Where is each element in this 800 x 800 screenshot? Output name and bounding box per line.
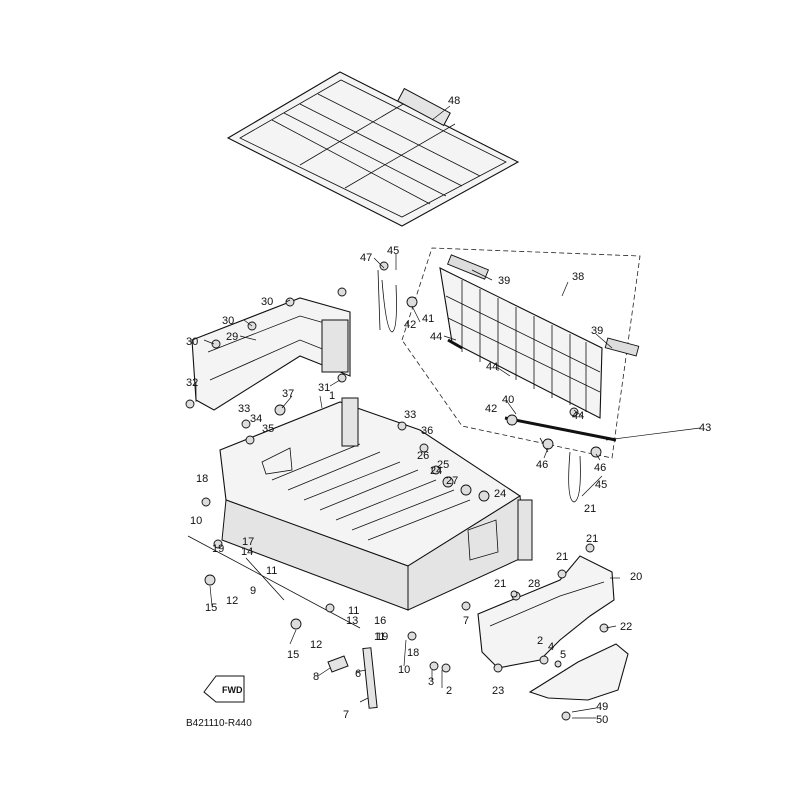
part-callout-46: 46 xyxy=(594,462,606,474)
part-callout-35: 35 xyxy=(262,423,274,435)
part-callout-18: 18 xyxy=(407,647,419,659)
part-callout-23: 23 xyxy=(492,685,504,697)
part-callout-19: 19 xyxy=(376,631,388,643)
part-callout-12: 12 xyxy=(310,639,322,651)
part-callout-41: 41 xyxy=(422,313,434,325)
fwd-arrow-icon: FWD xyxy=(203,675,245,703)
part-callout-2: 2 xyxy=(537,635,543,647)
part-callout-44: 44 xyxy=(486,361,498,373)
part-callout-21: 21 xyxy=(586,533,598,545)
diagram-code: B421110-R440 xyxy=(186,718,252,729)
part-callout-24: 24 xyxy=(494,488,506,500)
part-callout-48: 48 xyxy=(448,95,460,107)
tailgate-cable-left xyxy=(381,279,397,333)
part-callout-39: 39 xyxy=(591,325,603,337)
part-callout-36: 36 xyxy=(421,425,433,437)
part-callout-7: 7 xyxy=(463,615,469,627)
callout-labels: 1 2 2 3 4 5 6 7 7 8 9 10 10 11 11 11 12 … xyxy=(186,95,711,726)
side-rail-right xyxy=(477,543,615,669)
part-callout-30: 30 xyxy=(222,315,234,327)
part-callout-33: 33 xyxy=(404,409,416,421)
part-callout-40: 40 xyxy=(502,394,514,406)
part-callout-21: 21 xyxy=(584,503,596,515)
part-callout-2: 2 xyxy=(446,685,452,697)
part-callout-33: 33 xyxy=(238,403,250,415)
hinge-rods xyxy=(187,404,562,709)
part-callout-11: 11 xyxy=(266,565,277,577)
bed-mat xyxy=(226,71,520,227)
part-callout-9: 9 xyxy=(250,585,256,597)
leader-lines xyxy=(195,105,701,719)
part-callout-38: 38 xyxy=(572,271,584,283)
part-callout-45: 45 xyxy=(387,245,399,257)
part-callout-39: 39 xyxy=(498,275,510,287)
part-callout-34: 34 xyxy=(250,413,262,425)
pad xyxy=(327,655,349,673)
part-callout-6: 6 xyxy=(355,668,361,680)
part-callout-31: 31 xyxy=(318,382,330,394)
part-callout-14: 14 xyxy=(241,546,253,558)
part-callout-45: 45 xyxy=(595,479,607,491)
cover-plate xyxy=(528,643,629,721)
part-callout-22: 22 xyxy=(620,621,632,633)
part-callout-25: 25 xyxy=(437,459,449,471)
part-callout-7: 7 xyxy=(343,709,349,721)
part-callout-30: 30 xyxy=(186,336,198,348)
part-callout-50: 50 xyxy=(596,714,608,726)
part-callout-42: 42 xyxy=(404,319,416,331)
part-callout-20: 20 xyxy=(630,571,642,583)
part-callout-29: 29 xyxy=(226,331,238,343)
part-callout-24: 24 xyxy=(430,465,442,477)
part-callout-1: 1 xyxy=(329,390,335,402)
part-callout-16: 16 xyxy=(374,615,386,627)
part-callout-10: 10 xyxy=(190,515,202,527)
part-callout-42: 42 xyxy=(485,403,497,415)
part-callout-44: 44 xyxy=(572,410,584,422)
cargo-bed xyxy=(219,397,533,611)
part-callout-21: 21 xyxy=(556,551,568,563)
damper xyxy=(362,647,378,709)
part-callout-43: 43 xyxy=(699,422,711,434)
part-callout-4: 4 xyxy=(548,641,554,653)
part-callout-12: 12 xyxy=(226,595,238,607)
side-rail-left xyxy=(185,287,351,411)
part-callout-27: 27 xyxy=(446,475,458,487)
part-callout-8: 8 xyxy=(313,671,319,683)
part-callout-47: 47 xyxy=(360,252,372,264)
part-callout-17: 17 xyxy=(242,536,254,548)
part-callout-11: 11 xyxy=(374,631,385,643)
part-callout-5: 5 xyxy=(560,649,566,661)
part-callout-21: 21 xyxy=(494,578,506,590)
part-callout-18: 18 xyxy=(196,473,208,485)
part-callout-37: 37 xyxy=(282,388,294,400)
part-callout-15: 15 xyxy=(205,602,217,614)
part-callout-26: 26 xyxy=(417,450,429,462)
part-callout-11: 11 xyxy=(348,605,359,617)
tailgate-latch-right xyxy=(604,337,640,357)
part-callout-46: 46 xyxy=(536,459,548,471)
fwd-label: FWD xyxy=(222,685,243,695)
tailgate-cable-right xyxy=(568,451,581,503)
part-callout-28: 28 xyxy=(528,578,540,590)
part-callout-15: 15 xyxy=(287,649,299,661)
part-callout-19: 19 xyxy=(212,543,224,555)
part-callout-49: 49 xyxy=(596,701,608,713)
part-callout-32: 32 xyxy=(186,377,198,389)
part-callout-10: 10 xyxy=(398,664,410,676)
part-callout-3: 3 xyxy=(428,676,434,688)
part-callout-44: 44 xyxy=(430,331,442,343)
part-callout-13: 13 xyxy=(346,615,358,627)
part-callout-30: 30 xyxy=(261,296,273,308)
